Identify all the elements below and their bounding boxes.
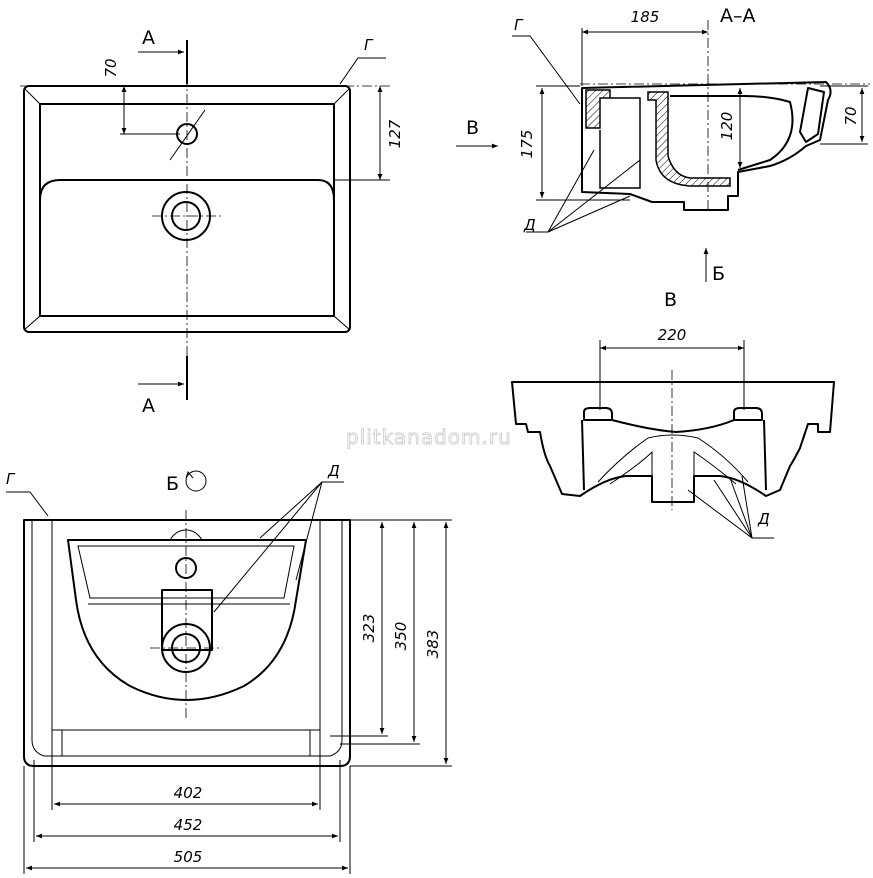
section-a-top: А: [142, 27, 155, 49]
leader-d-b: Д: [327, 462, 340, 480]
dim-70-top: 70: [102, 58, 120, 77]
top-bowl-outline: [39, 179, 335, 201]
watermark: plitkanadom.ru: [346, 425, 512, 449]
dim-383: 383: [424, 630, 442, 659]
dim-323: 323: [360, 614, 378, 643]
dim-220: 220: [658, 326, 687, 344]
dim-127: 127: [386, 119, 404, 148]
dim-505: 505: [174, 848, 203, 866]
view-b-arrow: Б: [712, 263, 725, 285]
view-v: В 220 Д: [511, 289, 835, 539]
dim-402: 402: [174, 784, 203, 802]
dim-175: 175: [518, 130, 536, 159]
dim-452: 452: [174, 816, 203, 834]
view-b-outline: [23, 519, 351, 767]
rotation-symbol: [185, 470, 207, 492]
section-body: [581, 81, 832, 211]
top-view: А А 70 127 Г: [20, 27, 404, 417]
dim-350: 350: [392, 622, 410, 651]
dim-185: 185: [631, 8, 660, 26]
section-wall-hatch: [585, 89, 611, 129]
dim-120: 120: [718, 112, 736, 141]
section-aa: А–А 185 175 120 70 Г: [456, 5, 870, 285]
dim-70-sec: 70: [842, 106, 860, 125]
section-a-bottom: А: [142, 395, 155, 417]
leader-d-v: Д: [757, 510, 770, 528]
leader-g-b: Г: [6, 470, 16, 488]
leader-g-top: Г: [364, 36, 374, 54]
leader-d-sec: Д: [523, 216, 536, 234]
section-aa-title: А–А: [720, 5, 756, 27]
view-b: Б Г Д 323 350: [6, 462, 452, 874]
view-v-outline: [511, 381, 835, 503]
leader-g-sec: Г: [514, 16, 524, 34]
view-b-title: Б: [166, 473, 179, 495]
view-v-title: В: [664, 289, 677, 311]
view-v-arrow: В: [466, 117, 479, 139]
